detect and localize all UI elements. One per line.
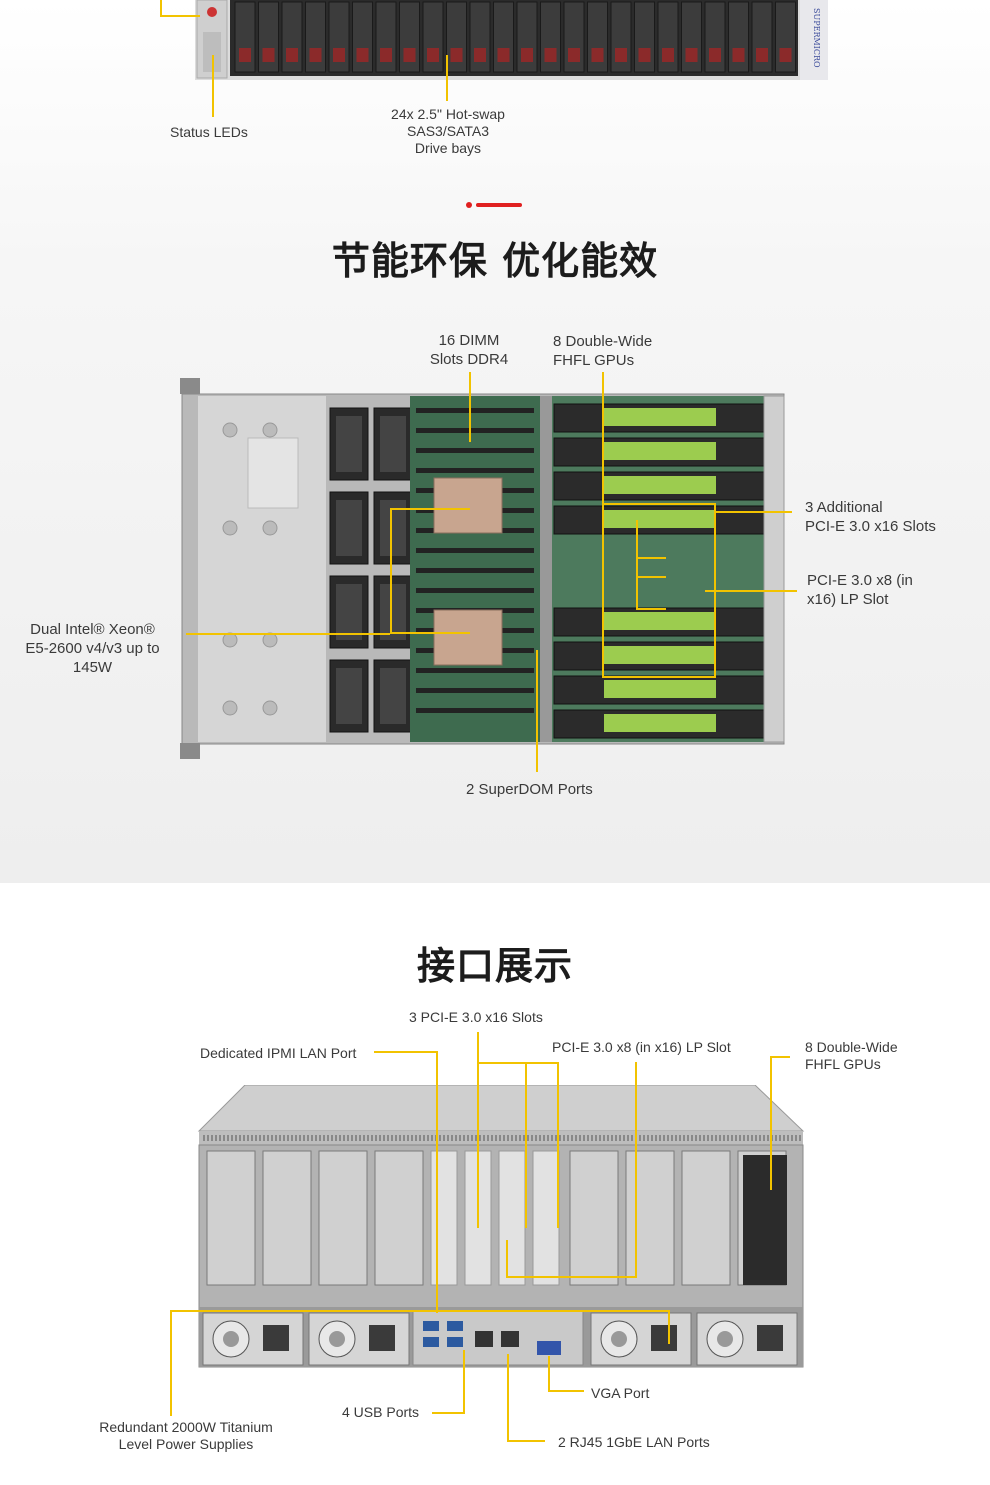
callout-line bbox=[636, 520, 638, 610]
vga-port-label: VGA Port bbox=[591, 1385, 650, 1401]
pcie-x8-label: PCI-E 3.0 x8 (in x16) LP Slot bbox=[807, 572, 913, 608]
callout-line bbox=[160, 0, 162, 17]
callout-line bbox=[170, 1310, 670, 1312]
rear-gpus-label: 8 Double-Wide FHFL GPUs bbox=[805, 1039, 898, 1072]
callout-line bbox=[705, 590, 797, 592]
callout-line bbox=[446, 55, 448, 101]
usb-ports-label: 4 USB Ports bbox=[342, 1404, 420, 1420]
callout-line bbox=[602, 372, 604, 678]
callout-line bbox=[477, 1032, 479, 1228]
callout-line bbox=[463, 1350, 465, 1414]
callout-line bbox=[636, 576, 666, 578]
callout-line bbox=[506, 1240, 508, 1278]
callout-line bbox=[636, 608, 666, 610]
callout-line bbox=[507, 1354, 509, 1442]
lan-ports-label: 2 RJ45 1GbE LAN Ports bbox=[558, 1434, 710, 1450]
callout-line bbox=[507, 1440, 545, 1442]
dimm-slots-label: 16 DIMM Slots DDR4 bbox=[429, 332, 509, 368]
status-leds-label: Status LEDs bbox=[170, 124, 248, 140]
gpus-label: 8 Double-Wide FHFL GPUs bbox=[553, 333, 653, 369]
callout-line bbox=[668, 1310, 670, 1344]
power-supplies-label: Redundant 2000W Titanium Level Power Sup… bbox=[99, 1419, 273, 1452]
callout-line bbox=[170, 1310, 172, 1416]
callout-line bbox=[477, 1062, 559, 1064]
callout-line bbox=[506, 1276, 637, 1278]
callout-line bbox=[390, 632, 470, 634]
supermicro-logo: SUPERMICRO bbox=[812, 8, 821, 68]
callout-line bbox=[212, 55, 214, 117]
callout-line bbox=[525, 1062, 527, 1228]
cpu-label: Dual Intel® Xeon® E5-2600 v4/v3 up to 14… bbox=[25, 621, 160, 676]
callout-line bbox=[374, 1051, 438, 1053]
callout-line bbox=[635, 1062, 637, 1278]
callout-line bbox=[548, 1390, 584, 1392]
callout-line bbox=[770, 1056, 772, 1190]
superdom-label: 2 SuperDOM Ports bbox=[466, 781, 593, 798]
callout-line bbox=[469, 372, 471, 442]
callout-line bbox=[536, 650, 538, 772]
callout-line bbox=[548, 1356, 550, 1392]
section-title-efficiency: 节能环保 优化能效 bbox=[331, 239, 659, 283]
accent-line bbox=[476, 203, 522, 207]
callout-line bbox=[602, 676, 716, 678]
pcie-x16-label: 3 Additional PCI-E 3.0 x16 Slots bbox=[805, 499, 936, 535]
callout-line bbox=[390, 508, 470, 510]
callout-line bbox=[636, 557, 666, 559]
server-top-view-image bbox=[180, 378, 785, 759]
callout-line bbox=[186, 633, 390, 635]
section-title-interfaces: 接口展示 bbox=[416, 944, 573, 988]
callout-line bbox=[436, 1051, 438, 1313]
callout-line bbox=[770, 1056, 790, 1058]
server-rear-view-image bbox=[197, 1085, 805, 1368]
callout-line bbox=[557, 1062, 559, 1228]
callout-line bbox=[716, 511, 792, 513]
callout-line bbox=[432, 1412, 465, 1414]
pcie-x8-slot-label: PCI-E 3.0 x8 (in x16) LP Slot bbox=[552, 1039, 731, 1055]
callout-line bbox=[390, 508, 392, 634]
front-panel-image: SUPERMICRO bbox=[195, 0, 828, 80]
ipmi-port-label: Dedicated IPMI LAN Port bbox=[200, 1045, 357, 1061]
drive-bays-label: 24x 2.5" Hot-swap SAS3/SATA3 Drive bays bbox=[391, 106, 505, 156]
callout-line bbox=[160, 15, 200, 17]
pcie-x16-slots-label: 3 PCI-E 3.0 x16 Slots bbox=[409, 1009, 543, 1025]
callout-line bbox=[602, 503, 716, 505]
accent-dot bbox=[466, 202, 472, 208]
